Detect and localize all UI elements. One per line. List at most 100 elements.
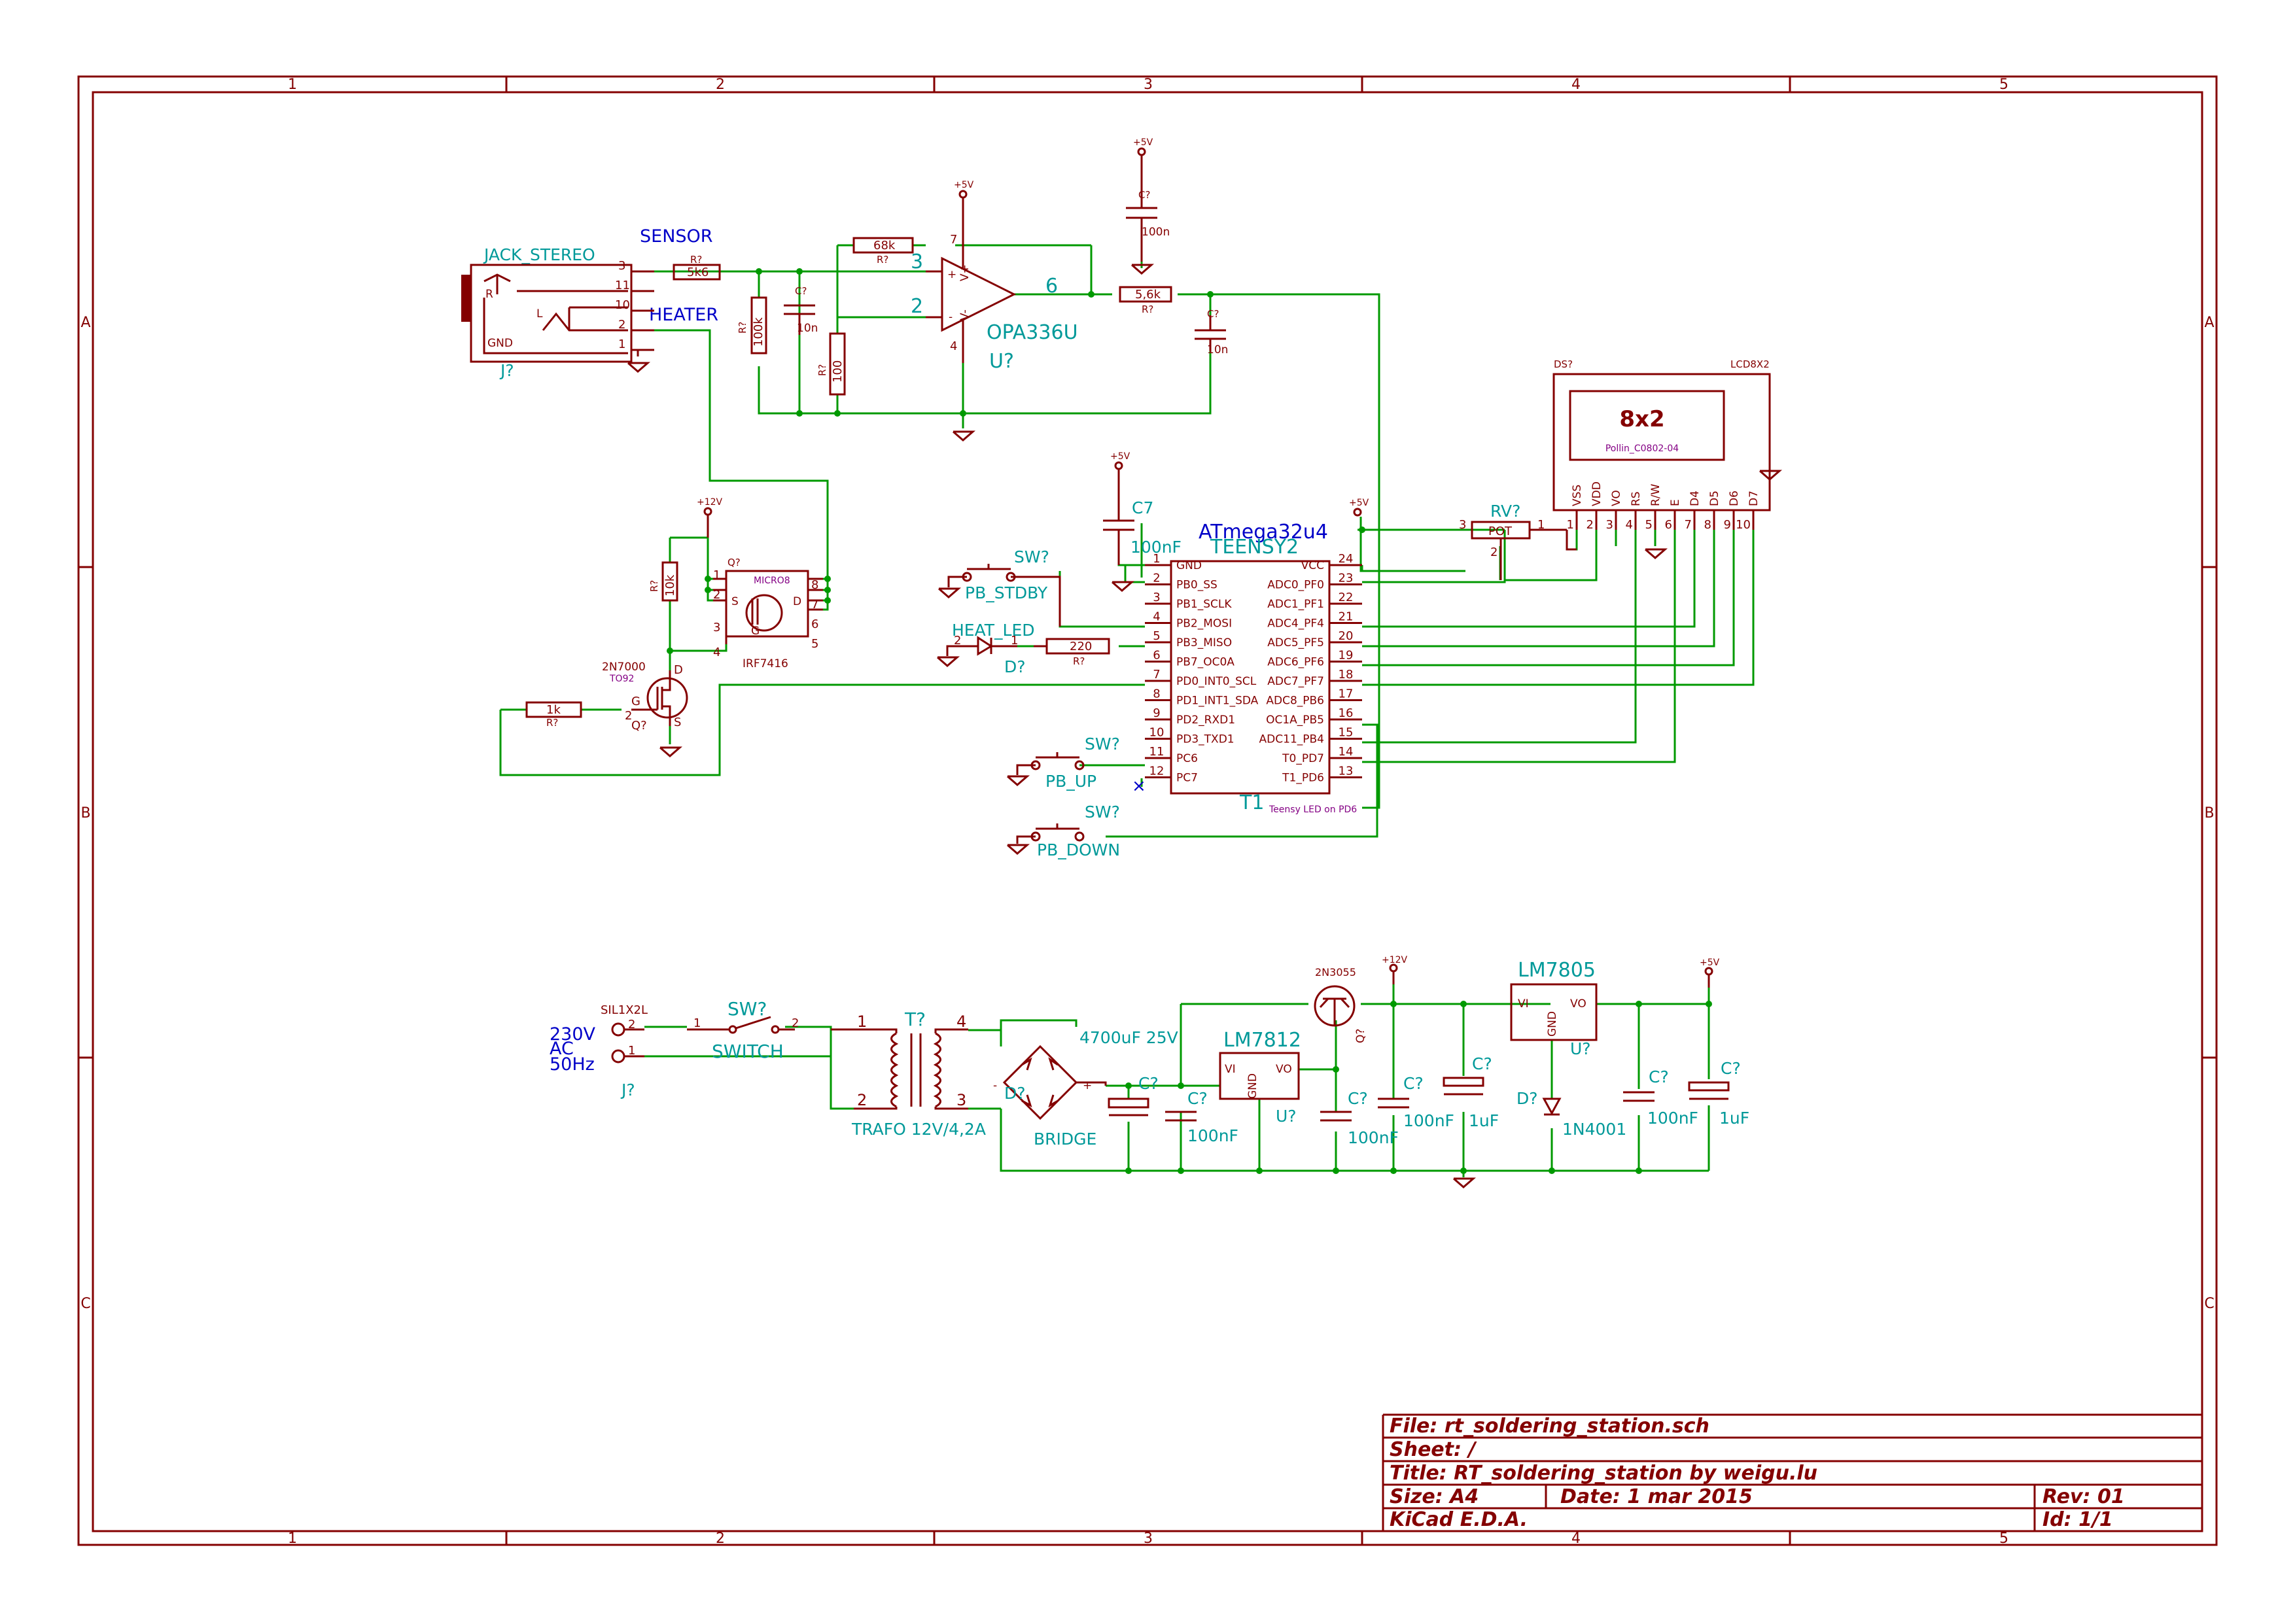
resistor-r-220: 220 R? [1034, 638, 1110, 667]
capacitor-psu-c6: C? 1uF [1688, 1059, 1749, 1128]
teensy-pin-number: 4 [1153, 610, 1160, 624]
col-label-5-bottom: 5 [1999, 1530, 2008, 1547]
sw-down-value: PB_DOWN [1037, 840, 1120, 859]
nfet-g-label: G [631, 695, 640, 708]
diode-1n4001: D? 1N4001 [1516, 1089, 1626, 1139]
teensy-pin-name: PC6 [1176, 752, 1198, 765]
mosfet-d-label: D [793, 595, 801, 608]
lm7805-value: U? [1570, 1039, 1591, 1058]
sw-mains-ref: SW? [727, 998, 767, 1020]
lm7812-value: U? [1276, 1107, 1297, 1126]
teensy-pin-name: T0_PD7 [1282, 752, 1324, 765]
capacitor-psu-c5: C? 100nF [1623, 1067, 1698, 1128]
pot-ref: RV? [1490, 502, 1520, 521]
led-pin-2: 2 [954, 634, 961, 648]
col-label-3-bottom: 3 [1144, 1530, 1153, 1547]
lcd-pin-number: 1 [1567, 518, 1574, 532]
power-5v-teensy: +5V [1349, 498, 1369, 517]
teensy-pin-name: ADC8_PB6 [1266, 695, 1324, 708]
opamp-pin7: 7 [950, 233, 957, 247]
jack-pin-1: 1 [618, 337, 625, 351]
junctions [667, 268, 1712, 1174]
title-block: File: rt_soldering_station.sch Sheet: / … [1382, 1413, 2202, 1531]
teensy-pin-name: VCC [1301, 559, 1324, 572]
mains-label-ac: AC [550, 1039, 574, 1059]
bridge-rectifier: D? BRIDGE + - [993, 1045, 1107, 1149]
mosfet-pkg: MICRO8 [754, 576, 790, 586]
lm7805-ref: LM7805 [1518, 959, 1596, 982]
lcd-pin-number: 8 [1704, 518, 1711, 532]
tr-ref: 2N3055 [1315, 966, 1356, 978]
mosfet-pin-1: 1 [713, 568, 720, 582]
resistor-r-5k6-a: R? 5k6 [673, 254, 721, 281]
opamp-pin6: 6 [1045, 275, 1058, 298]
trafo-ref: T? [904, 1009, 926, 1030]
psu-c1-ref: C? [1187, 1089, 1208, 1108]
lcd-pin-number: 6 [1665, 518, 1672, 532]
jack-pin-11: 11 [615, 279, 630, 292]
pwr-5v-psu-label: +5V [1700, 958, 1720, 968]
sw-mains-pin-2: 2 [792, 1016, 799, 1030]
row-label-a-left: A [80, 315, 90, 331]
teensy-pin-number: 9 [1153, 706, 1160, 720]
lm7805-vo: VO [1570, 997, 1586, 1011]
mosfet-ref: Q? [727, 557, 741, 568]
c-10n-a-ref: C? [795, 285, 807, 297]
pwr-5v-c7-label: +5V [1110, 451, 1130, 462]
lcd-pin-name: RS [1630, 491, 1643, 506]
teensy-pin-number: 8 [1153, 687, 1160, 701]
teensy-pin-number: 3 [1153, 591, 1160, 604]
teensy-pin-name: PB2_MOSI [1176, 617, 1232, 631]
lcd-pin-name: E [1669, 499, 1682, 506]
pwr-12v-gate-label: +12V [697, 497, 723, 508]
sheet-border: 1 2 3 4 5 1 2 3 4 5 A B C A B C [77, 75, 2218, 1547]
ground-lcd [1759, 470, 1783, 481]
ground-c100n [1131, 264, 1155, 275]
teensy-pin-number: 22 [1339, 591, 1354, 604]
led-ref: D? [1004, 657, 1026, 676]
mosfet-s-label: S [731, 595, 739, 608]
pot-value: POT [1488, 525, 1513, 538]
capacitor-c7: +5V C7 100nF [1103, 451, 1182, 565]
teensy-pin-number: 20 [1339, 629, 1354, 643]
ground-led [937, 656, 960, 667]
teensy-note: Teensy LED on PD6 [1269, 804, 1357, 815]
col-label-5-top: 5 [1999, 77, 2008, 93]
row-label-b-left: B [80, 805, 90, 821]
pwr-12v-psu-label: +12V [1382, 955, 1408, 965]
teensy-pin-number: 6 [1153, 649, 1160, 663]
trafo-pin-4: 4 [956, 1012, 966, 1031]
r-68k-ref: R? [877, 254, 888, 266]
resistor-r-10k: 10k R? [648, 561, 678, 602]
teensy-pin-number: 16 [1339, 706, 1354, 720]
teensy-pin-number: 11 [1149, 745, 1165, 759]
psu-c5-value: 100nF [1647, 1109, 1698, 1128]
mosfet-pin-4: 4 [713, 646, 720, 659]
lcd-pin-number: 5 [1645, 518, 1653, 532]
title-block-title: Title: RT_soldering_station by weigu.lu [1390, 1462, 1817, 1485]
c7-value: 100nF [1130, 538, 1182, 557]
teensy-pin-name: PD0_INT0_SCL [1176, 675, 1257, 688]
col-label-4-bottom: 4 [1571, 1530, 1581, 1547]
lm7812-gnd: GND [1246, 1073, 1259, 1099]
r-5k6-a-ref: R? [690, 254, 702, 266]
teensy-pin-name: PC7 [1176, 772, 1198, 785]
trafo-pin-1: 1 [857, 1012, 867, 1031]
bridge-plus: + [1083, 1079, 1092, 1092]
teensy-pin-number: 17 [1339, 687, 1354, 701]
row-label-c-left: C [80, 1296, 90, 1312]
pwr-5v-c100n-label: +5V [1133, 137, 1153, 148]
jack-gnd-label: GND [487, 337, 513, 350]
title-block-id: Id: 1/1 [2042, 1508, 2113, 1531]
mosfet-value: IRF7416 [743, 657, 788, 670]
teensy-subtitle: TEENSY2 [1210, 536, 1299, 559]
lcd-pin-number: 7 [1685, 518, 1692, 532]
lm7812-ref: LM7812 [1223, 1029, 1301, 1052]
led-pin-1: 1 [1011, 634, 1018, 648]
psu-c6-ref: C? [1721, 1059, 1741, 1078]
lcd-pin-name: D7 [1747, 491, 1761, 506]
nfet-ref: Q? [631, 719, 647, 733]
sw-down-ref: SW? [1085, 803, 1120, 821]
